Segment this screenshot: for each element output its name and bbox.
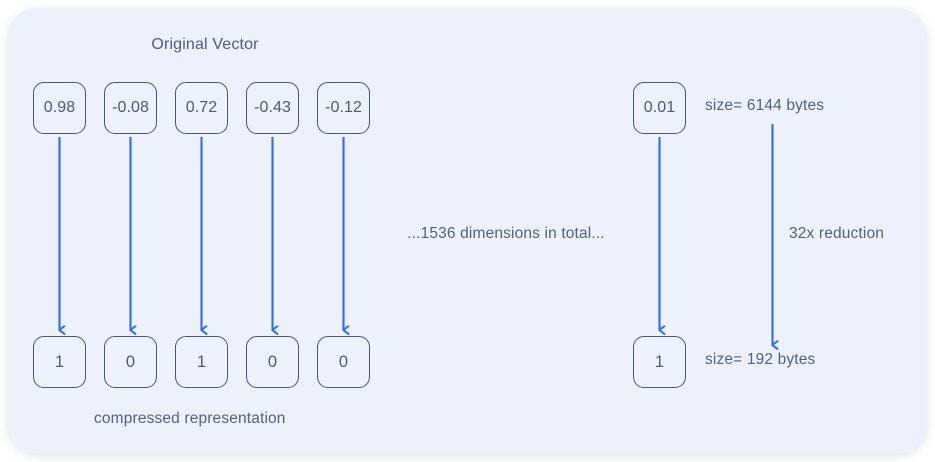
original-cell-2: 0.72 [175,82,228,134]
compressed-representation-label: compressed representation [94,410,286,427]
compressed-cell-0: 1 [33,336,86,388]
original-cell-0: 0.98 [33,82,86,134]
compressed-cell-3: 0 [246,336,299,388]
compressed-cell-2: 1 [175,336,228,388]
original-cell-3: -0.43 [246,82,299,134]
compressed-cell-4: 0 [317,336,370,388]
original-cell-last: 0.01 [633,82,686,134]
compressed-cell-last: 1 [633,336,686,388]
original-size-label: size= 6144 bytes [705,97,825,114]
compressed-cell-1: 0 [104,336,157,388]
original-cell-1: -0.08 [104,82,157,134]
compressed-size-label: size= 192 bytes [705,351,816,368]
reduction-ratio-label: 32x reduction [789,225,885,242]
page-title: Original Vector [151,36,259,53]
original-cell-4: -0.12 [317,82,370,134]
diagram-panel [8,8,927,454]
dimension-count-note: ...1536 dimensions in total... [407,225,605,242]
